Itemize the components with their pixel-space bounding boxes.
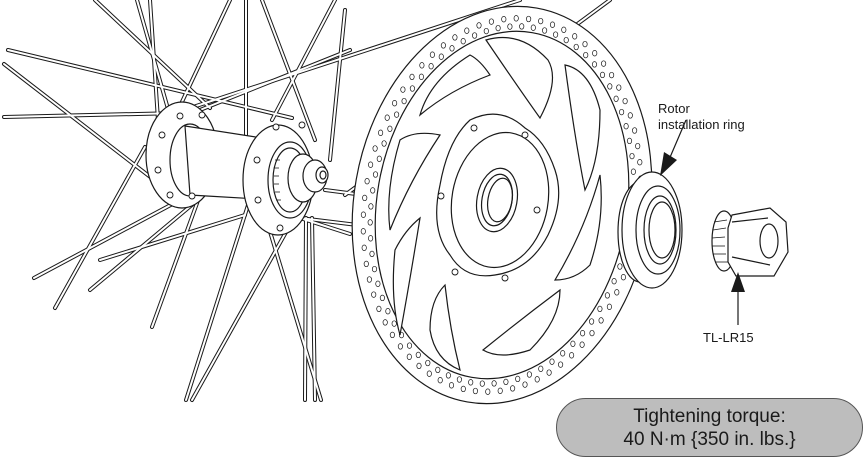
leader-arrows [660, 119, 745, 325]
rotor-installation-ring [617, 171, 683, 289]
tl-lr15-label: TL-LR15 [703, 330, 754, 345]
arrow-to-tool-icon [731, 272, 745, 292]
torque-value: 40 N·m {350 in. lbs.} [623, 428, 796, 450]
rotor-installation-ring-label: Rotor installation ring [658, 101, 745, 133]
rotor-ring-label-line1: Rotor [658, 101, 690, 116]
disc-rotor [351, 5, 653, 405]
tightening-torque-callout: Tightening torque: 40 N·m {350 in. lbs.} [556, 398, 863, 457]
hub [145, 101, 329, 236]
torque-title: Tightening torque: [633, 405, 786, 427]
arrow-to-ring-icon [660, 152, 677, 176]
tl-lr15-tool [711, 207, 789, 277]
rotor-ring-label-line2: installation ring [658, 117, 745, 132]
